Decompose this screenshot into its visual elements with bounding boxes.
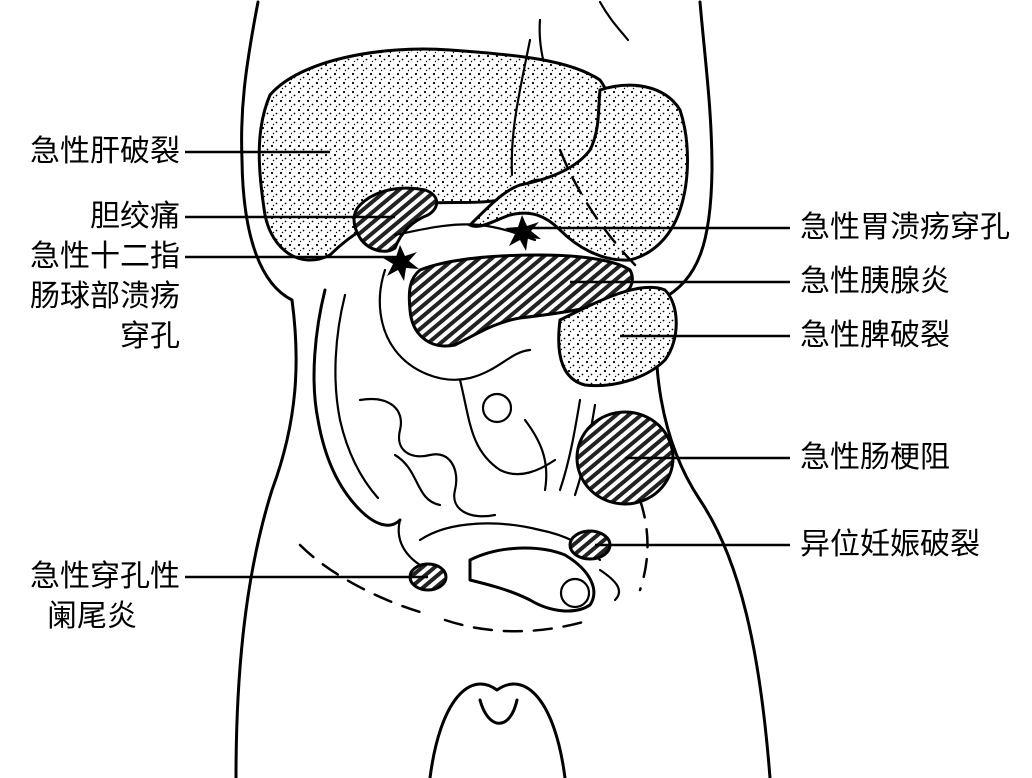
gallbladder <box>352 186 439 253</box>
label-biliary-colic: 胆绞痛 <box>90 199 180 234</box>
gastric-perforation-icon <box>505 215 541 251</box>
label-appendicitis-line1: 急性穿孔性 <box>30 559 180 594</box>
umbilicus-icon <box>481 392 513 424</box>
stomach <box>467 83 689 262</box>
ascending-colon <box>312 288 402 527</box>
label-spleen-rupture: 急性脾破裂 <box>800 318 950 353</box>
label-appendicitis-line2: 阑尾炎 <box>47 599 137 634</box>
pancreas <box>407 253 634 348</box>
small-intestine <box>358 378 602 562</box>
label-pancreatitis: 急性胰腺炎 <box>800 264 950 299</box>
leader-lines <box>185 150 790 579</box>
label-duodenal-perforation-line3: 穿孔 <box>120 319 180 354</box>
label-liver-rupture: 急性肝破裂 <box>30 134 180 169</box>
label-duodenal-perforation-line2: 肠球部溃疡 <box>30 279 180 314</box>
ovary-icon <box>559 577 591 609</box>
spleen <box>557 285 678 388</box>
uterus <box>468 546 596 613</box>
label-duodenal-perforation-line1: 急性十二指 <box>30 239 180 274</box>
label-gastric-perforation: 急性胃溃疡穿孔 <box>800 210 1010 245</box>
label-ectopic-pregnancy-rupture: 异位妊娠破裂 <box>800 527 980 562</box>
label-intestinal-obstruction: 急性肠梗阻 <box>800 440 950 475</box>
duodenal-perforation-icon <box>383 245 419 281</box>
